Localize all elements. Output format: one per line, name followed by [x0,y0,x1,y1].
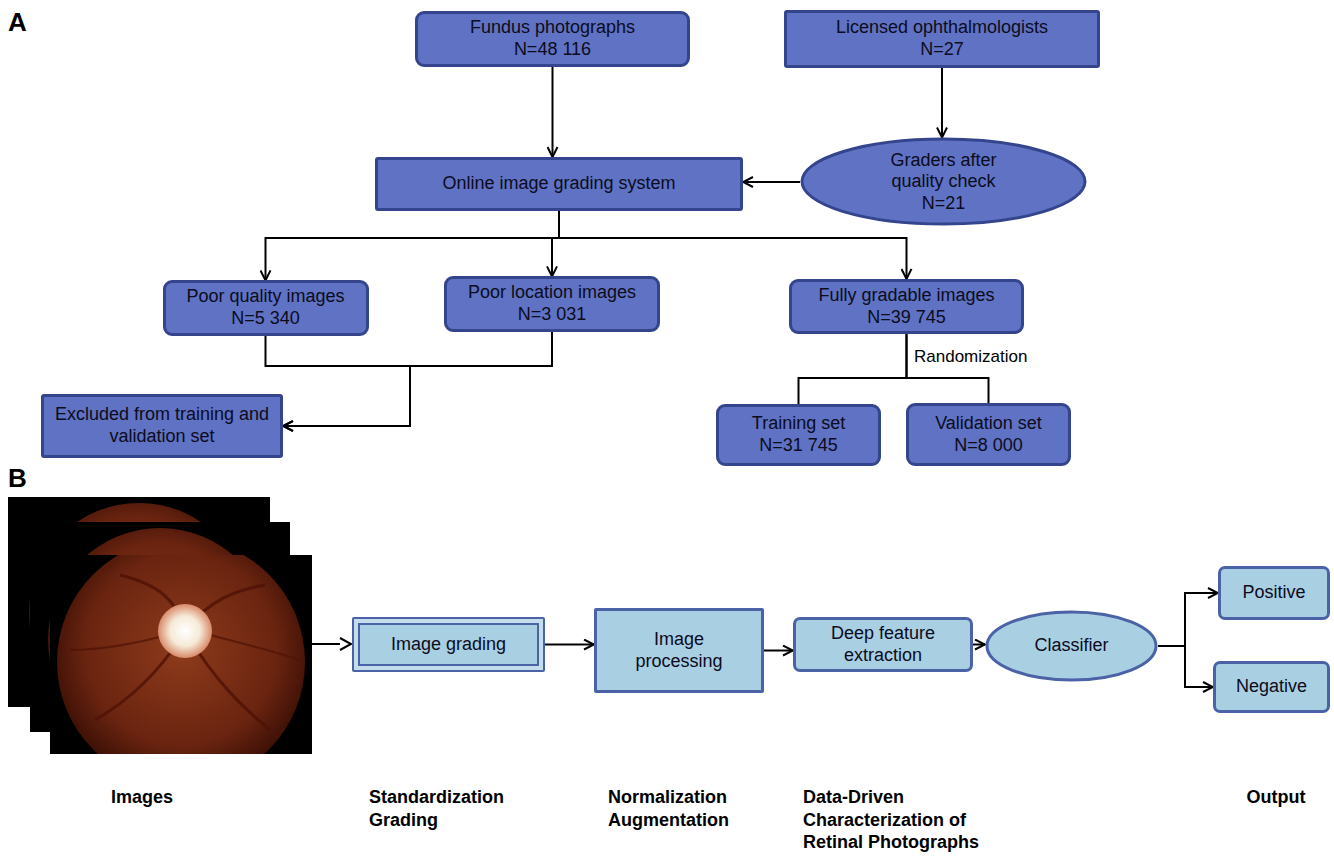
node-text: Poor quality images N=5 340 [176,286,356,329]
connector [266,211,560,280]
output-box: Positive [1218,566,1330,620]
node-text: Positive [1242,582,1305,604]
connector [552,67,554,157]
edge-note: Randomization [914,346,1054,367]
stage-label: Output [1216,786,1334,809]
input-arrow [312,643,340,645]
connector [545,644,594,646]
node-text: Deep feature extraction [813,623,953,666]
node-text: Classifier [1034,635,1108,657]
optic-disc [158,604,212,658]
node-text: Excluded from training and validation se… [55,404,270,447]
process-box: Image grading [352,617,545,672]
stage-label: Standardization Grading [369,786,534,831]
ellipse-shape [802,139,1085,224]
process-box: Licensed ophthalmologists N=27 [784,10,1100,68]
connector [552,211,559,276]
process-box: Deep feature extraction [793,617,973,672]
connector [973,644,985,646]
process-box: Excluded from training and validation se… [41,394,283,458]
node-text: Training set N=31 745 [736,413,861,456]
node-text: Image processing [624,629,734,672]
classifier-ellipse: Classifier [985,610,1158,682]
panel-label: A [8,6,48,39]
node-text: Graders after quality check N=21 [874,150,1014,215]
node-text: Fundus photographs N=48 116 [458,17,648,60]
process-box: Poor quality images N=5 340 [163,280,369,335]
output-box: Negative [1213,661,1330,713]
connector [1158,593,1218,646]
process-box: Fundus photographs N=48 116 [415,11,690,66]
fundus-front-image [57,555,305,754]
stage-label: Normalization Augmentation [608,786,763,831]
connector [941,68,943,138]
process-box: Fully gradable images N=39 745 [789,279,1024,334]
connector [907,334,989,403]
process-box: Poor location images N=3 031 [444,276,660,331]
node-text: Negative [1236,676,1307,698]
connector [266,336,411,426]
process-box: Validation set N=8 000 [906,403,1071,466]
connector [764,650,793,652]
node-text: Fully gradable images N=39 745 [804,285,1009,328]
process-box: Training set N=31 745 [716,404,881,466]
process-box: Online image grading system [375,157,743,211]
panel-label: B [8,462,48,495]
node-text: Poor location images N=3 031 [457,282,647,325]
connector [799,334,907,404]
fundus-retina [57,555,305,754]
ellipse-shape [987,612,1156,680]
process-box: Image processing [594,608,764,693]
stage-label: Images [62,786,222,809]
connector [743,181,800,183]
process-ellipse: Graders after quality check N=21 [800,137,1087,226]
node-text: Online image grading system [442,173,675,195]
node-text: Licensed ophthalmologists N=27 [825,17,1060,60]
connector [559,211,907,279]
stage-label: Data-Driven Characterization of Retinal … [803,786,1008,854]
node-text: Validation set N=8 000 [924,413,1054,456]
input-arrowhead [340,638,351,650]
node-text: Image grading [391,634,506,656]
connector [283,332,552,426]
connector [1158,646,1213,687]
